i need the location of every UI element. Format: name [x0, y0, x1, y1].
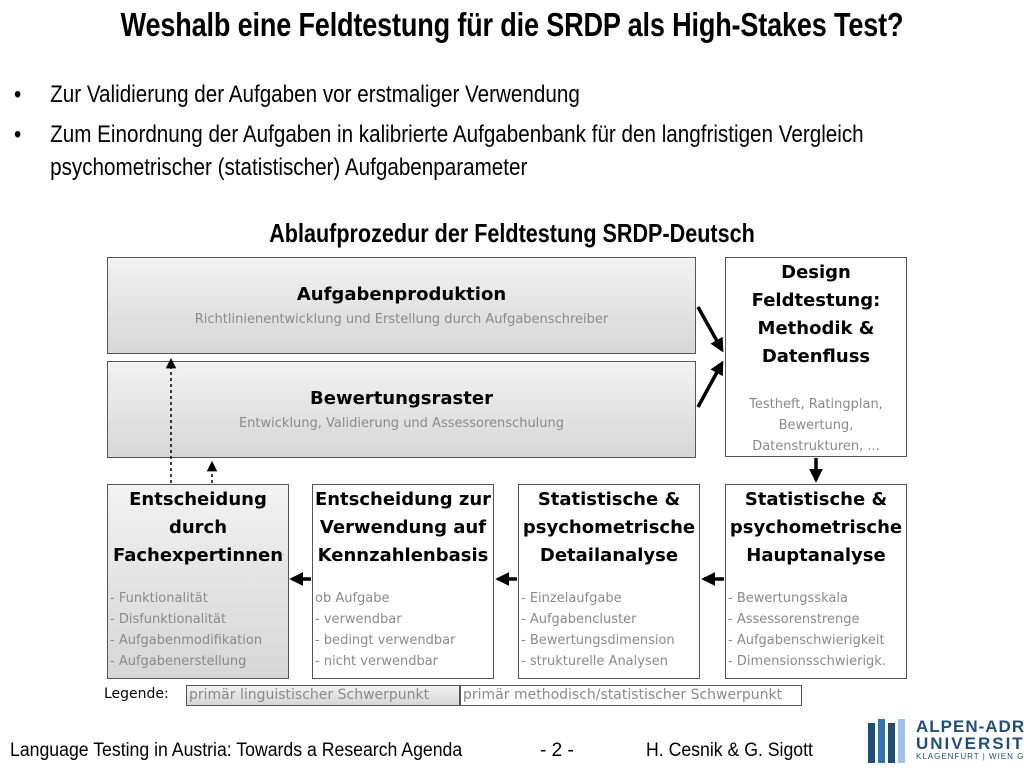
box-subtitle: Richtlinienentwicklung und Erstellung du…: [194, 312, 609, 327]
hauptanalyse-box: Statistische & psychometrische Hauptanal…: [725, 484, 907, 679]
title-line: Datenfluss: [761, 346, 871, 367]
list-item: - bedingt verwendbar: [315, 633, 456, 648]
logo-line-3: KLAGENFURT | WIEN GRAZ: [916, 752, 1024, 761]
title-line: Entscheidung: [129, 489, 267, 510]
box-subtitle: Entwicklung, Validierung und Assessorens…: [238, 416, 565, 431]
legend-linguistic: primär linguistischer Schwerpunkt: [186, 685, 460, 706]
aufgabenproduktion-box: Aufgabenproduktion Richtlinienentwicklun…: [107, 257, 696, 354]
arrow-bewertung-to-design: [696, 360, 724, 408]
footer-page-number: - 2 -: [540, 740, 574, 761]
box-title: Statistische & psychometrische Hauptanal…: [726, 486, 906, 570]
list-item: - Assessorenstrenge: [728, 612, 860, 627]
list-item: - Dimensionsschwierigk.: [728, 654, 886, 669]
title-line: Detailanalyse: [539, 545, 679, 566]
title-line: durch: [168, 517, 228, 538]
box-list: - Einzelaufgabe - Aufgabencluster - Bewe…: [521, 588, 675, 672]
bullet-marker: •: [14, 121, 22, 148]
legend-methodical: primär methodisch/statistischer Schwerpu…: [460, 685, 802, 706]
detail-line: Testheft, Ratingplan,: [749, 397, 883, 412]
list-item: - strukturelle Analysen: [521, 654, 668, 669]
fachexpertinnen-box: Entscheidung durch Fachexpertinnen - Fun…: [107, 484, 289, 679]
kennzahlenbasis-box: Entscheidung zur Verwendung auf Kennzahl…: [312, 484, 494, 679]
logo-mark-icon: [868, 719, 905, 763]
box-detail: Testheft, Ratingplan, Bewertung, Datenst…: [726, 394, 906, 457]
slide-title: Weshalb eine Feldtestung für die SRDP al…: [120, 6, 904, 43]
list-item: - Bewertungsskala: [728, 591, 848, 606]
logo-line-2: UNIVERSITÄT: [916, 734, 1024, 753]
list-item: - Aufgabenerstellung: [110, 654, 247, 669]
title-line: Methodik &: [757, 318, 875, 339]
box-list: - Bewertungsskala - Assessorenstrenge - …: [728, 588, 886, 672]
diagram-title: Ablaufprozedur der Feldtestung SRDP-Deut…: [269, 218, 755, 248]
title-line: Feldtestung:: [751, 290, 881, 311]
bullet-marker: •: [14, 81, 22, 108]
box-title: Bewertungsraster: [310, 388, 493, 409]
title-line: Statistische &: [744, 489, 888, 510]
bullet-text: Zur Validierung der Aufgaben vor erstmal…: [50, 81, 580, 108]
design-box: Design Feldtestung: Methodik & Datenflus…: [725, 257, 907, 457]
footer-authors: H. Cesnik & G. Sigott: [646, 740, 813, 761]
title-line: psychometrische: [522, 517, 696, 538]
detailanalyse-box: Statistische & psychometrische Detailana…: [518, 484, 700, 679]
list-item: - Funktionalität: [110, 591, 208, 606]
footer-title: Language Testing in Austria: Towards a R…: [10, 740, 463, 761]
list-item: - Aufgabenmodifikation: [110, 633, 263, 648]
box-title: Entscheidung durch Fachexpertinnen: [108, 486, 288, 570]
logo-line-1: ALPEN-ADRIA: [916, 717, 1024, 736]
list-item: - Disfunktionalität: [110, 612, 227, 627]
title-line: Design: [781, 262, 851, 283]
box-title: Aufgabenproduktion: [296, 284, 507, 305]
title-line: Hauptanalyse: [746, 545, 886, 566]
legend-label: Legende:: [104, 686, 169, 702]
list-item: ob Aufgabe: [315, 591, 390, 606]
title-line: Entscheidung zur: [314, 489, 492, 510]
detail-line: Datenstrukturen, ...: [752, 439, 880, 454]
title-line: Statistische &: [537, 489, 681, 510]
bullet-text: Zum Einordnung der Aufgaben in kalibrier…: [50, 121, 864, 148]
university-logo: ALPEN-ADRIA UNIVERSITÄT KLAGENFURT | WIE…: [866, 715, 1024, 765]
arrow-aufgaben-to-design: [696, 306, 724, 353]
title-line: Kennzahlenbasis: [317, 545, 489, 566]
box-list: ob Aufgabe - verwendbar - bedingt verwen…: [315, 588, 455, 672]
bullet-text: psychometrischer (statistischer) Aufgabe…: [50, 154, 528, 181]
list-item: - Einzelaufgabe: [521, 591, 622, 606]
box-title: Design Feldtestung: Methodik & Datenflus…: [726, 259, 906, 371]
box-list: - Funktionalität - Disfunktionalität - A…: [110, 588, 262, 672]
bewertungsraster-box: Bewertungsraster Entwicklung, Validierun…: [107, 361, 696, 458]
list-item: - Bewertungsdimension: [521, 633, 675, 648]
title-line: psychometrische: [729, 517, 903, 538]
list-item: - nicht verwendbar: [315, 654, 439, 669]
list-item: - Aufgabenschwierigkeit: [728, 633, 885, 648]
box-title: Statistische & psychometrische Detailana…: [519, 486, 699, 570]
title-line: Fachexpertinnen: [112, 545, 284, 566]
detail-line: Bewertung,: [778, 418, 854, 433]
list-item: - verwendbar: [315, 612, 402, 627]
title-line: Verwendung auf: [319, 517, 487, 538]
list-item: - Aufgabencluster: [521, 612, 637, 627]
box-title: Entscheidung zur Verwendung auf Kennzahl…: [313, 486, 493, 570]
